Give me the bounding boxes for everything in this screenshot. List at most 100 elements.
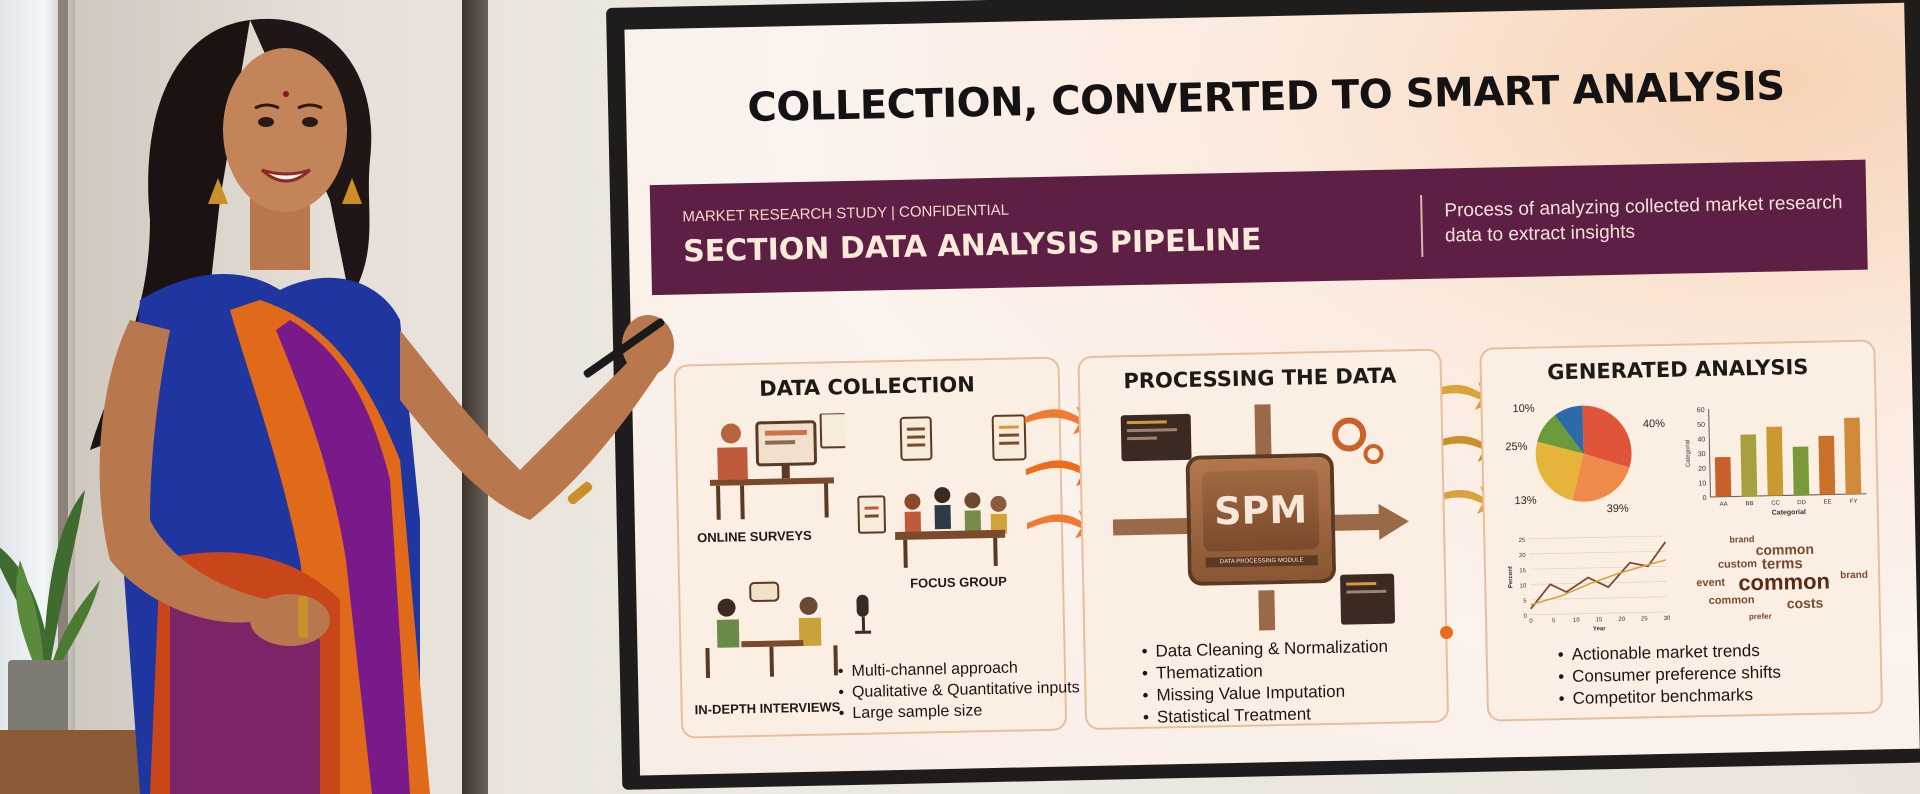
pie-label: 10% [1512, 402, 1535, 416]
word-cloud-term: prefer [1748, 611, 1772, 622]
panel-title: DATA COLLECTION [758, 372, 976, 401]
line-gridline [1529, 535, 1666, 540]
word-cloud-term: costs [1786, 594, 1824, 612]
line-y-tick-label: 10 [1520, 583, 1527, 589]
line-y-tick-label: 5 [1523, 599, 1527, 605]
focus-group-illustration [857, 487, 1008, 568]
bar-category-label: FY [1850, 499, 1858, 505]
bullet-item: Competitor benchmarks [1558, 684, 1781, 711]
line-x-tick-label: 30 [1664, 616, 1671, 622]
side-table [0, 730, 160, 794]
word-cloud-term: brand [1729, 534, 1755, 545]
bar-tick-label: 60 [1697, 407, 1705, 414]
banner-headline: SECTION DATA ANALYSIS PIPELINE [682, 222, 1262, 270]
presentation-screen: COLLECTION, CONVERTED TO SMART ANALYSIS … [606, 0, 1920, 790]
bar-category-label: EE [1824, 499, 1832, 505]
orange-dot [1440, 626, 1453, 639]
module-label: SPM [1213, 487, 1308, 534]
line-y-tick-label: 0 [1524, 614, 1528, 620]
plant-pot [8, 660, 68, 740]
line-y-tick-label: 25 [1519, 538, 1526, 544]
bar-tick-label: 20 [1698, 466, 1706, 473]
checklist-icons [899, 414, 1027, 461]
line-x-axis-label: Year [1593, 626, 1606, 632]
word-cloud-term: common [1738, 568, 1831, 596]
pie-chart [1535, 405, 1632, 502]
bar [1792, 446, 1810, 496]
interview-illustration [705, 581, 839, 679]
bar-tick-label: 50 [1697, 422, 1705, 429]
line-x-tick-label: 0 [1529, 619, 1533, 625]
bar-category-label: AA [1720, 502, 1728, 508]
bar [1766, 426, 1784, 496]
processing-bullets: Data Cleaning & Normalization Thematizat… [1141, 636, 1389, 729]
panel-title: PROCESSING THE DATA [1123, 363, 1397, 394]
analysis-bullets: Actionable market trends Consumer prefer… [1558, 640, 1782, 711]
module-caption: DATA PROCESSING MODULE [1205, 555, 1318, 568]
slide: COLLECTION, CONVERTED TO SMART ANALYSIS … [624, 2, 1920, 776]
line-x-tick-label: 15 [1596, 617, 1603, 623]
bullet-item: Large sample size [839, 698, 1081, 724]
module-screen: SPM [1201, 469, 1320, 552]
bar-tick-label: 10 [1698, 480, 1706, 487]
panel-processing: PROCESSING THE DATA SPM DATA PROCESSING … [1077, 348, 1450, 731]
label-focus-group: FOCUS GROUP [909, 573, 1008, 591]
potted-plant [0, 490, 100, 680]
bar-axis [1708, 408, 1867, 498]
bar-tick-label: 40 [1697, 436, 1705, 443]
line-gridline [1529, 565, 1666, 570]
word-cloud-term: brand [1840, 569, 1869, 582]
bar-x-axis-label: Categorial [1772, 509, 1806, 517]
bar [1818, 435, 1836, 495]
bar-category-label: CC [1771, 501, 1780, 507]
pipe-network [1112, 404, 1409, 631]
slide-banner: MARKET RESEARCH STUDY | CONFIDENTIAL SEC… [649, 159, 1868, 296]
microphone-icon [855, 594, 872, 634]
pie-label: 40% [1642, 417, 1666, 431]
presenter-woman [90, 18, 674, 794]
banner-eyebrow: MARKET RESEARCH STUDY | CONFIDENTIAL [682, 201, 1010, 226]
online-survey-illustration [709, 413, 847, 520]
line-y-axis-label: Percent [1508, 566, 1514, 588]
bar [1714, 456, 1732, 497]
label-in-depth-interviews: IN-DEPTH INTERVIEWS [694, 699, 841, 718]
banner-divider [1420, 194, 1424, 257]
bar-tick-label: 30 [1698, 451, 1706, 458]
line-gridline [1530, 596, 1667, 600]
window-frame [58, 0, 68, 794]
line-gridline [1529, 550, 1666, 555]
panel-title: GENERATED ANALYSIS [1546, 354, 1809, 385]
bar-tick-label: 0 [1703, 495, 1707, 502]
line-x-tick-label: 20 [1618, 617, 1625, 623]
line-y-tick-label: 20 [1519, 553, 1526, 559]
panel-data-collection: DATA COLLECTION ONLINE SURVEYS [673, 356, 1080, 739]
slide-title: COLLECTION, CONVERTED TO SMART ANALYSIS [747, 63, 1786, 132]
wall-pillar [462, 0, 488, 794]
line-gridline [1530, 611, 1667, 616]
pie-label: 13% [1514, 494, 1537, 508]
panel-generated-analysis: GENERATED ANALYSIS 10% 40% 25% 13% 39% 6… [1479, 339, 1884, 722]
line-x-tick-label: 5 [1552, 618, 1556, 624]
word-cloud-term: custom [1717, 558, 1758, 571]
label-online-surveys: ONLINE SURVEYS [696, 527, 812, 546]
bar-category-label: DD [1797, 500, 1806, 506]
bar [1740, 434, 1758, 497]
word-cloud-term: event [1696, 576, 1726, 590]
bar-y-axis-label: Categorial [1685, 440, 1692, 467]
line-x-tick-label: 10 [1573, 618, 1580, 624]
pie-label: 39% [1606, 502, 1629, 516]
word-cloud-term: common [1708, 594, 1755, 608]
bar [1844, 417, 1862, 495]
collection-bullets: Multi-channel approach Qualitative & Qua… [838, 656, 1081, 724]
bullet-item: Statistical Treatment [1143, 702, 1390, 729]
pie-label: 25% [1505, 440, 1528, 454]
data-processing-module: SPM DATA PROCESSING MODULE [1185, 452, 1337, 586]
line-x-tick-label: 25 [1641, 616, 1648, 622]
line-y-tick-label: 15 [1519, 568, 1526, 574]
banner-subtitle: Process of analyzing collected market re… [1444, 192, 1843, 247]
line-series [1530, 559, 1666, 606]
bar-category-label: BB [1746, 501, 1754, 507]
